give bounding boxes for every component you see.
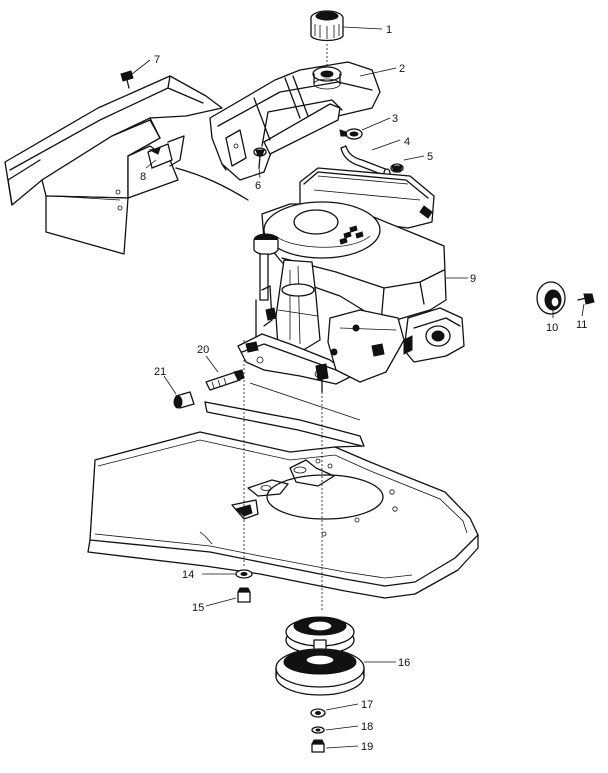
part-7-screw xyxy=(120,70,134,89)
callout-19: 19 xyxy=(361,741,373,753)
part-21-spacer xyxy=(173,391,195,409)
part-10-pulley-adapter xyxy=(536,281,566,315)
callout-3: 3 xyxy=(392,113,398,125)
part-17-washer xyxy=(310,708,326,718)
leader-lines xyxy=(131,26,585,749)
part-11-bolt xyxy=(577,293,595,305)
mounting-deck xyxy=(87,401,479,599)
callout-21: 21 xyxy=(154,366,166,378)
callout-15: 15 xyxy=(192,602,204,614)
part-2-fuel-tank xyxy=(209,44,381,181)
part-9-engine xyxy=(237,167,465,393)
callout-18: 18 xyxy=(361,721,373,733)
callout-8: 8 xyxy=(140,171,146,183)
part-6-fuel-fitting xyxy=(253,147,267,169)
callout-labels: 1 2 3 4 5 6 7 8 9 10 11 14 15 16 17 18 1… xyxy=(140,24,587,753)
callout-16: 16 xyxy=(398,657,410,669)
part-1-gas-cap xyxy=(310,10,344,42)
part-20-stud xyxy=(205,369,245,391)
callout-9: 9 xyxy=(470,273,476,285)
callout-2: 2 xyxy=(399,63,405,75)
callout-7: 7 xyxy=(154,54,160,66)
callout-20: 20 xyxy=(197,344,209,356)
callout-1: 1 xyxy=(386,24,392,36)
part-19-bolt xyxy=(311,739,325,753)
callout-14: 14 xyxy=(182,569,194,581)
part-14-lockwasher xyxy=(235,569,253,579)
part-18-lockwasher xyxy=(311,726,325,734)
screen-slots xyxy=(339,225,364,245)
part-5-hose-clamp xyxy=(390,163,404,173)
callout-4: 4 xyxy=(404,136,410,148)
callout-11: 11 xyxy=(576,319,587,331)
callout-6: 6 xyxy=(255,180,261,192)
callout-10: 10 xyxy=(546,322,558,334)
callout-5: 5 xyxy=(427,151,433,163)
part-16-engine-pulley xyxy=(275,616,365,696)
front-hood-panel xyxy=(4,75,223,255)
part-3-hose-clamp xyxy=(339,128,363,140)
callout-17: 17 xyxy=(361,699,373,711)
part-15-bolt xyxy=(237,587,251,603)
